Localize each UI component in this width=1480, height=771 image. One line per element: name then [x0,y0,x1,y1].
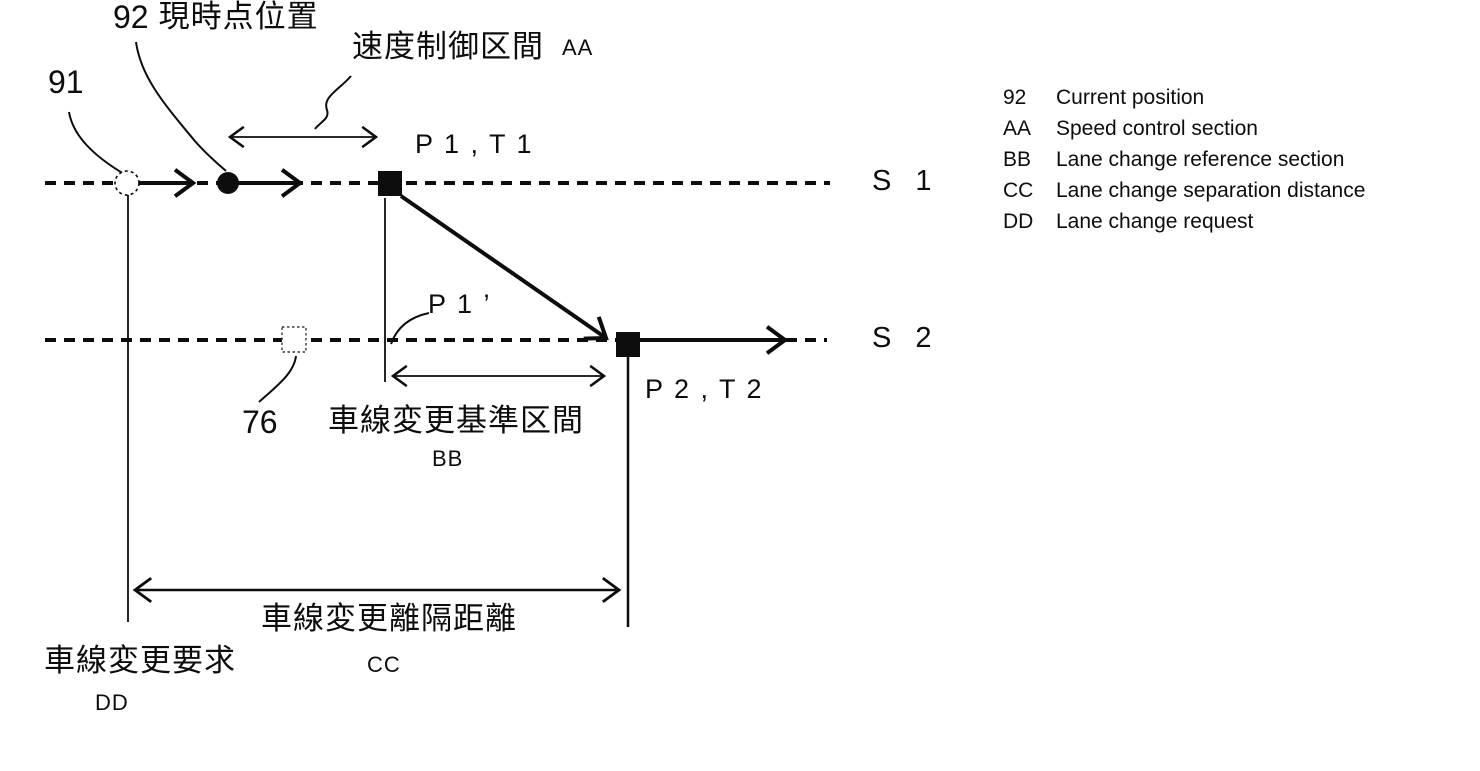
ref-76: 76 [242,404,278,440]
legend-key: DD [1003,210,1034,233]
leader-p1prime-to-point [390,312,430,345]
label-p1-t1: P 1 , T 1 [415,129,534,159]
p1-square-marker [378,171,402,196]
speed-control-section-key: AA [562,35,594,60]
label-speed-control-section: 速度制御区間 AA [352,29,594,64]
legend-text: Speed control section [1056,117,1258,140]
legend-key: BB [1003,148,1032,171]
legend-key: 92 [1003,86,1027,109]
current-position-text: 現時点位置 [158,0,319,34]
leader-91-to-circle [68,111,125,175]
leader-76-to-square [258,355,297,403]
legend: 92 Current position AA Speed control sec… [1003,86,1365,241]
label-p1-prime: P 1 ’ [428,289,492,319]
legend-row: BB Lane change reference section [1003,148,1365,179]
speed-control-section-text: 速度制御区間 [352,29,544,64]
ref-92: 92 [113,0,149,35]
ref-91: 91 [48,64,84,100]
legend-row: 92 Current position [1003,86,1365,117]
legend-text: Lane change reference section [1056,148,1345,171]
leader-92-to-dot [135,41,227,172]
label-lane-change-separation-distance: 車線変更離隔距離 [261,601,517,636]
request-point-open-circle [114,170,140,196]
current-position-dot [217,172,239,194]
lane-change-path-arrow [399,194,609,341]
legend-text: Lane change separation distance [1056,179,1366,202]
legend-key: CC [1003,179,1034,202]
legend-text: Current position [1056,86,1205,109]
label-lane-change-request-key: DD [95,690,129,715]
label-lane-s1: S 1 [872,165,940,197]
legend-key: AA [1003,117,1032,140]
label-lane-change-reference-section: 車線変更基準区間 [328,403,584,438]
leader-aa-to-arrow [314,75,352,130]
legend-text: Lane change request [1056,210,1254,233]
label-lane-change-request: 車線変更要求 [44,643,236,678]
label-92-current-position: 92 現時点位置 [113,0,319,35]
legend-row: DD Lane change request [1003,210,1365,241]
legend-row: CC Lane change separation distance [1003,179,1365,210]
p2-square-marker [616,332,640,357]
object-76-dotted-square [281,326,307,353]
label-lane-change-separation-key: CC [367,652,401,677]
label-lane-s2: S 2 [872,322,940,354]
legend-row: AA Speed control section [1003,117,1365,148]
label-lane-change-reference-key: BB [432,446,464,471]
label-p2-t2: P 2 , T 2 [645,374,764,404]
